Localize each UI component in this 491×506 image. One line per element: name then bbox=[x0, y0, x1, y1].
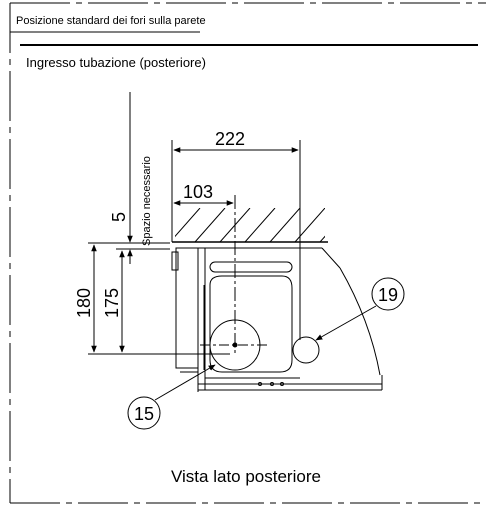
dimension-gap: 5 bbox=[109, 212, 129, 222]
wall-hatch bbox=[172, 208, 328, 243]
hole-right-label: 19 bbox=[378, 285, 398, 305]
hole-right-marker bbox=[292, 277, 405, 364]
height-dimension-lines bbox=[88, 92, 230, 355]
hole-left-marker bbox=[127, 364, 216, 430]
hole-left-label: 15 bbox=[134, 404, 154, 424]
dimension-width-total: 222 bbox=[215, 129, 245, 149]
required-space-label: Spazio necessario bbox=[141, 156, 153, 246]
unit-outline bbox=[171, 247, 383, 392]
page-title: Posizione standard dei fori sulla parete bbox=[16, 15, 206, 27]
section-title: Ingresso tubazione (posteriore) bbox=[26, 55, 206, 70]
dimension-width-partial: 103 bbox=[183, 182, 213, 202]
dimension-height-total: 180 bbox=[74, 288, 94, 318]
dimension-height-partial: 175 bbox=[102, 288, 122, 318]
frame-border bbox=[9, 2, 486, 504]
view-caption: Vista lato posteriore bbox=[171, 467, 321, 486]
width-dimension-lines bbox=[171, 140, 301, 355]
